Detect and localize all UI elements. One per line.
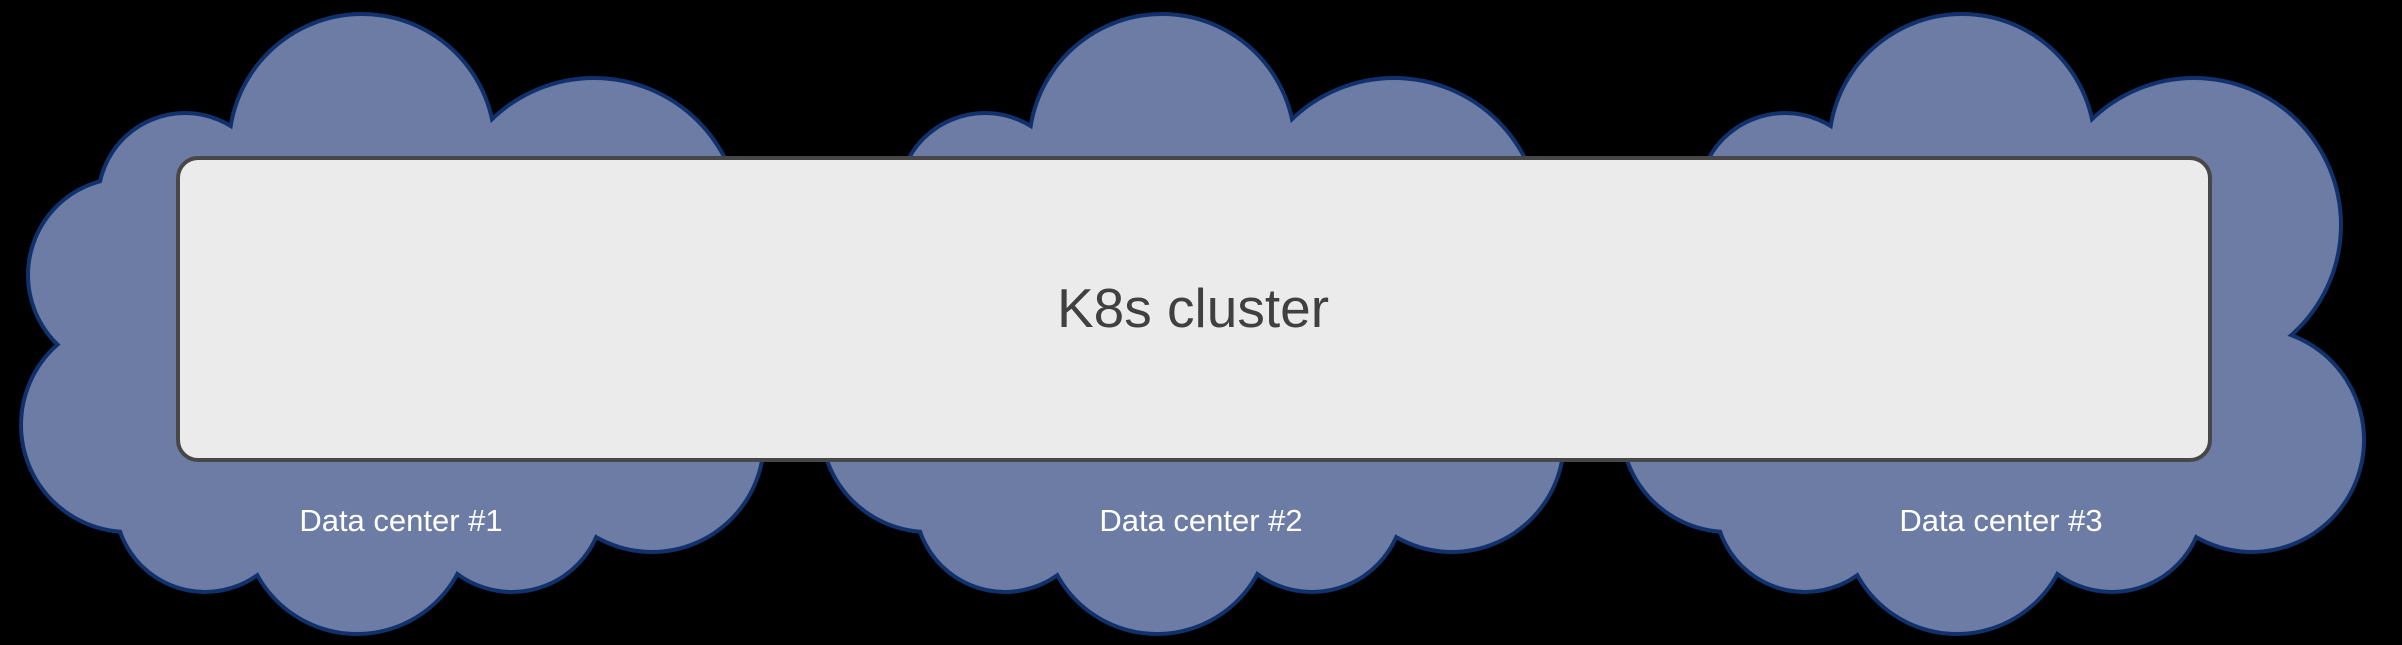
datacenter-3-label: Data center #3 [1899, 503, 2102, 538]
k8s-cluster-title: K8s cluster [1057, 277, 1329, 339]
datacenter-2-label: Data center #2 [1099, 503, 1302, 538]
k8s-cluster-box [176, 156, 2212, 462]
datacenter-1-label: Data center #1 [299, 503, 502, 538]
